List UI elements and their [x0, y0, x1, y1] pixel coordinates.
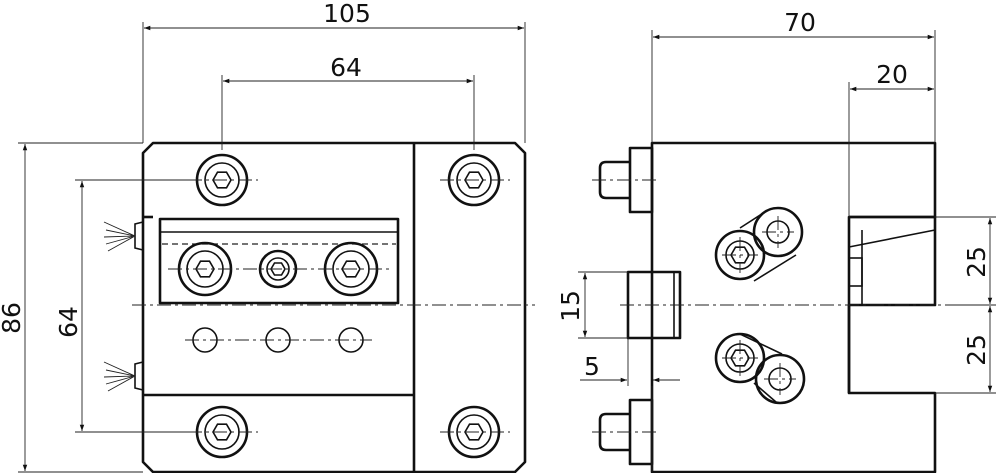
side-screw-pair-icon: [714, 332, 806, 405]
side-view: 70 20 25 25 15 5: [556, 8, 996, 473]
front-body-outline: [141, 141, 527, 473]
front-view: 105 64 86 64: [0, 0, 535, 473]
dim-boss-height: 15: [556, 290, 585, 322]
side-bolt-icon: [592, 398, 660, 466]
dim-bolt-spacing-vertical: 64: [54, 306, 83, 338]
side-jaw-pin: [848, 257, 863, 287]
dim-overall-height: 86: [0, 302, 26, 334]
front-clamp-plate: [158, 217, 400, 305]
dim-upper-offset: 25: [962, 246, 991, 278]
lubrication-nipple-icon: [103, 221, 144, 252]
dim-lower-offset: 25: [962, 334, 991, 366]
lubrication-nipple-icon: [103, 361, 144, 392]
dim-boss-depth: 5: [584, 352, 600, 381]
side-wedge-edge: [848, 229, 936, 248]
side-screw-pair-icon: [714, 206, 804, 282]
dim-slot-width: 20: [876, 60, 908, 89]
side-bolt-icon: [592, 146, 660, 214]
dim-overall-width: 105: [323, 0, 371, 28]
dim-bolt-spacing-horizontal: 64: [330, 53, 362, 82]
dim-overall-depth: 70: [784, 8, 816, 37]
side-body-outline: [650, 141, 937, 473]
